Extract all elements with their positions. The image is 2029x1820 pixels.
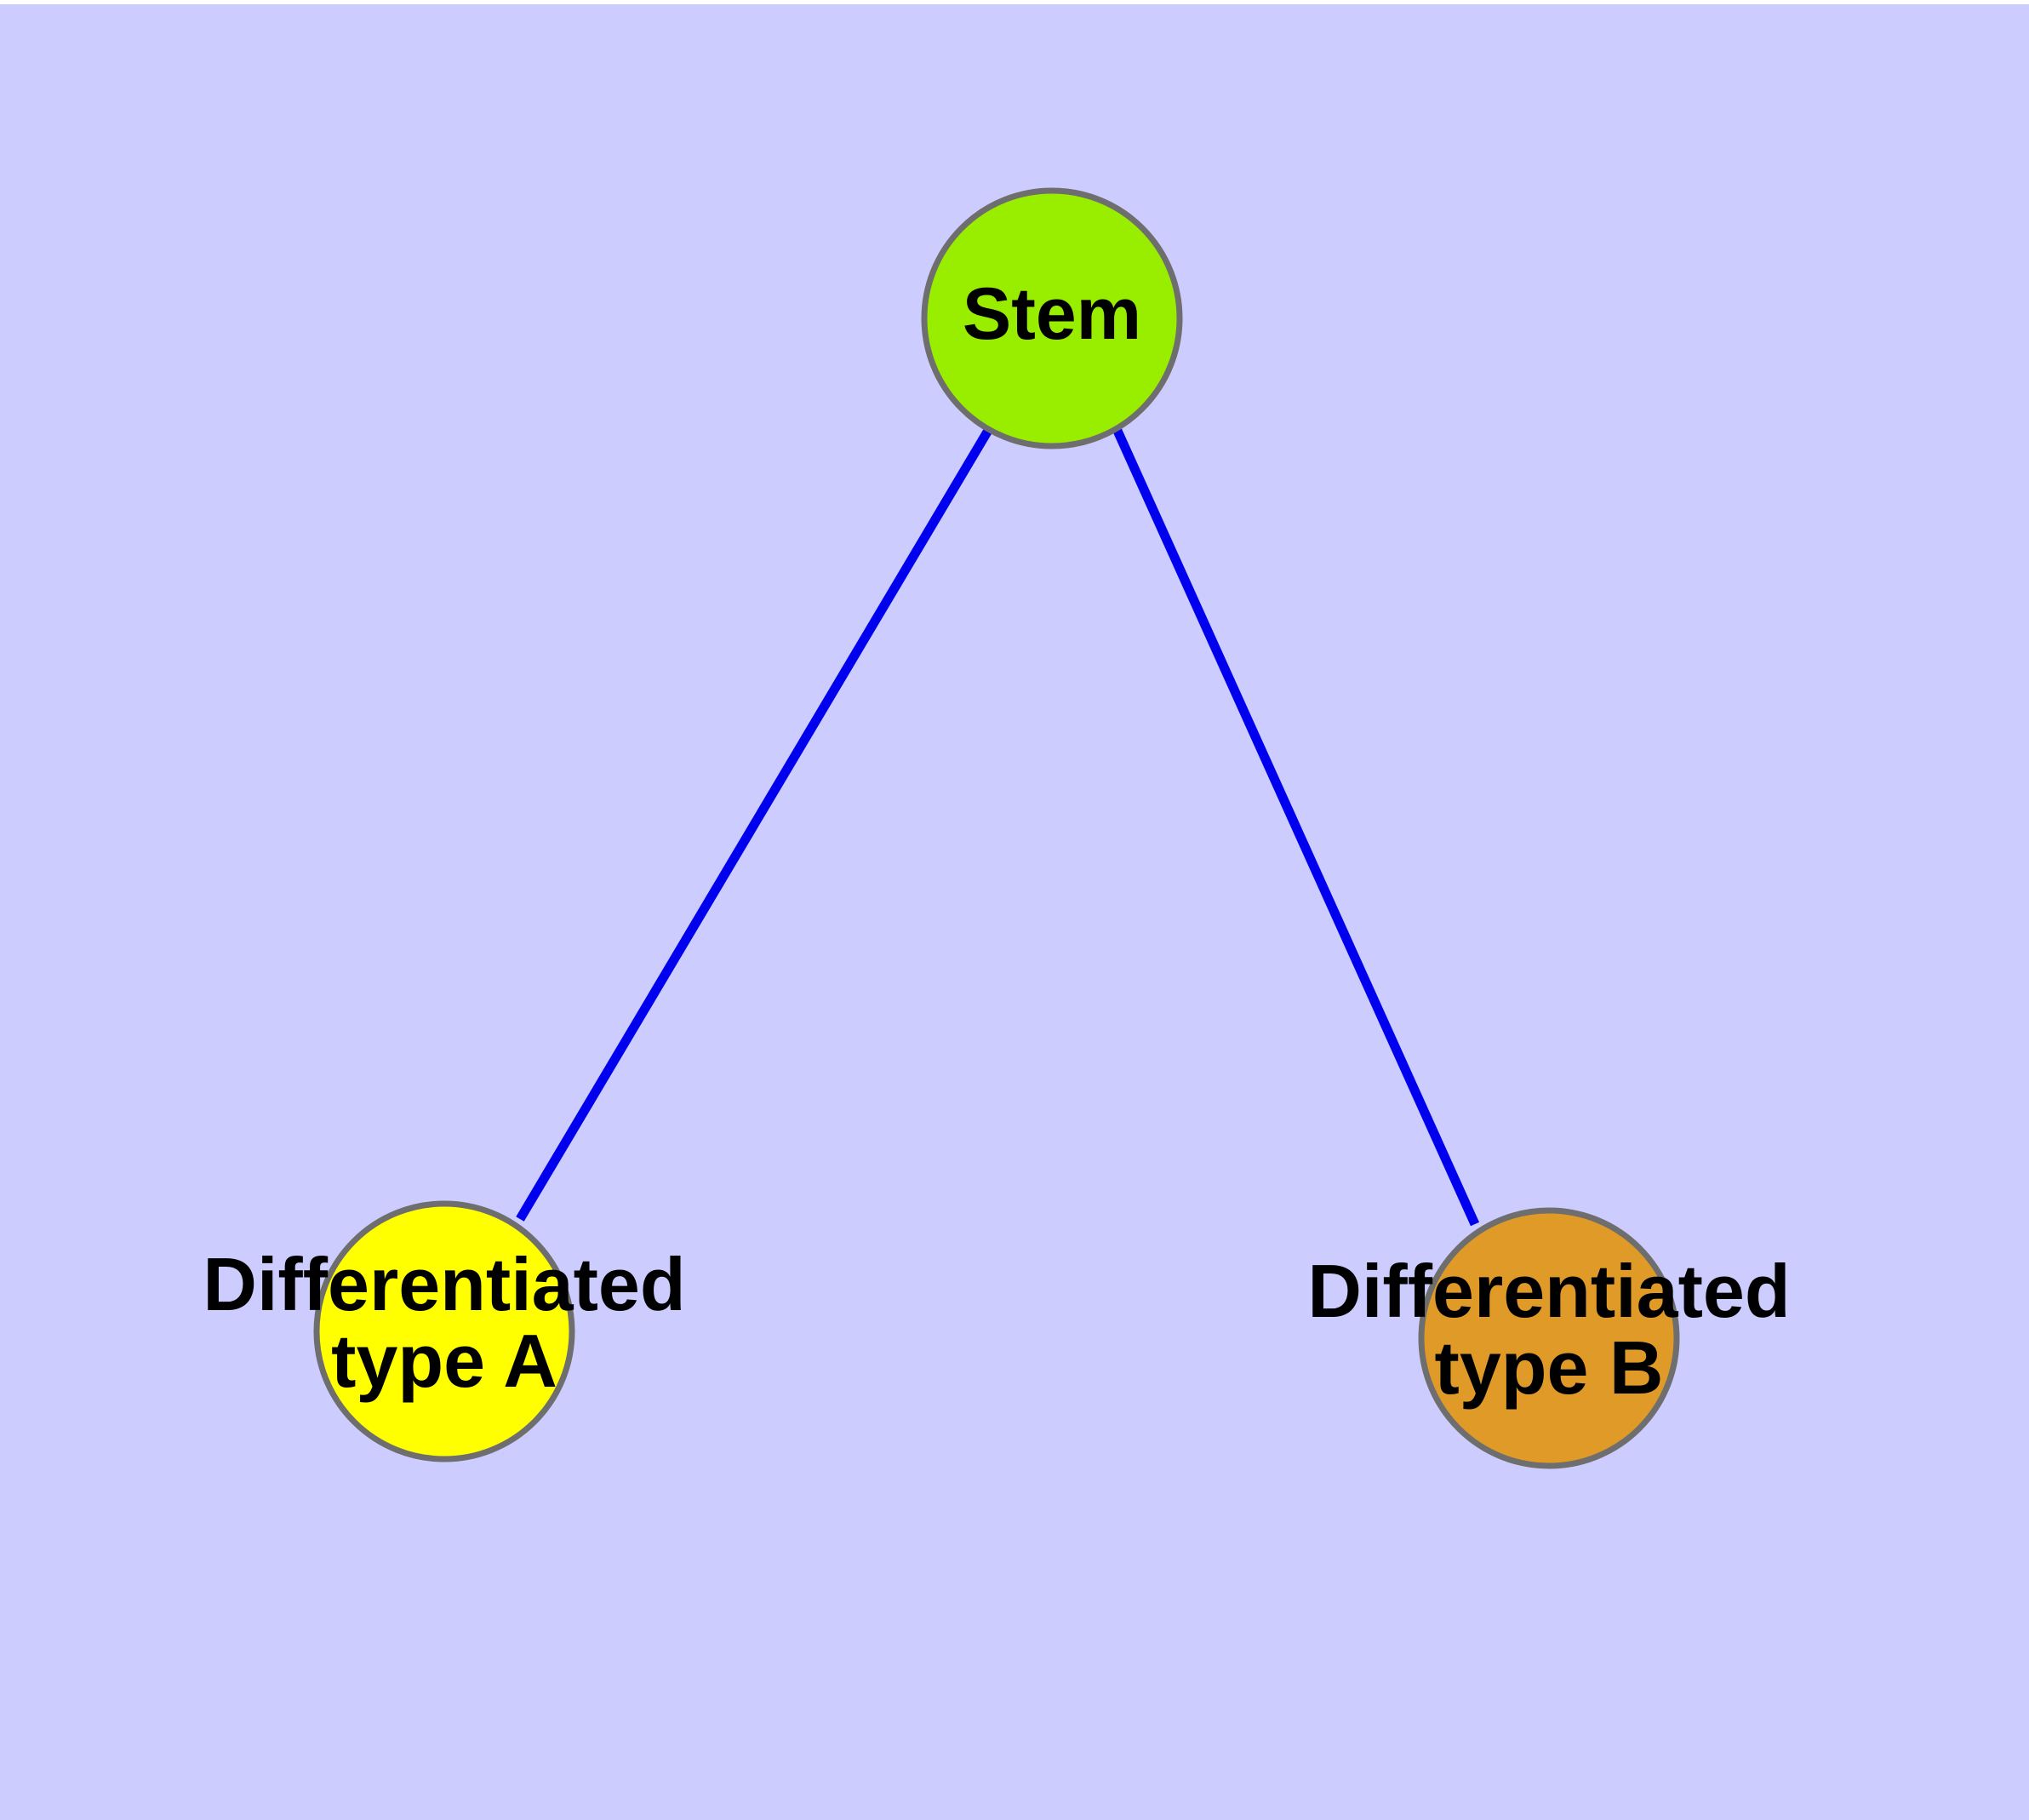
edge-stem-to-differentiated-type-a[interactable] — [516, 426, 993, 1222]
node-differentiated-type-b[interactable] — [1418, 1207, 1680, 1469]
edge-stem-to-differentiated-type-b[interactable] — [1112, 428, 1480, 1227]
node-stem[interactable] — [921, 187, 1183, 449]
top-edge-strip — [0, 0, 2029, 4]
node-differentiated-type-a[interactable] — [313, 1200, 575, 1462]
